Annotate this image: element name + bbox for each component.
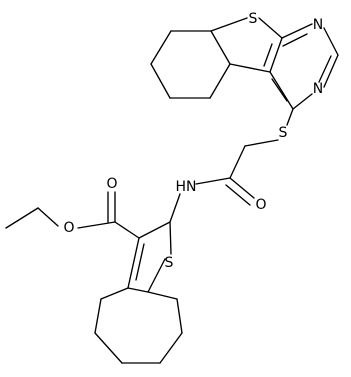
bond (169, 193, 181, 223)
atom-label-nitrogen-upper: N (313, 17, 323, 33)
bond (229, 177, 255, 199)
bond (210, 17, 248, 32)
bond (210, 30, 231, 65)
bond (195, 177, 231, 185)
bond (135, 243, 145, 281)
atom-label-amide-nh: HN (176, 179, 197, 195)
bond (100, 287, 129, 300)
bond (244, 139, 279, 147)
bond (150, 63, 171, 99)
bond (127, 237, 140, 289)
atom-label-oxygen-ester: O (63, 220, 74, 236)
bond (269, 71, 294, 110)
bond (114, 221, 140, 239)
bond (209, 63, 231, 99)
bond (159, 332, 183, 364)
bond (77, 221, 116, 229)
atom-label-oxygen-carbonyl: O (106, 176, 117, 192)
bond (229, 63, 271, 73)
bond (258, 17, 283, 39)
bond (176, 298, 183, 334)
bond (94, 332, 123, 364)
atom-label-sulfur-thiophene: S (165, 255, 174, 271)
bond (94, 298, 102, 334)
bond (271, 78, 288, 102)
bond (138, 221, 171, 239)
bond (147, 291, 178, 300)
atom-label-oxygen-amide: O (255, 197, 266, 213)
bonds (5, 17, 339, 364)
bond (229, 145, 246, 179)
bond (282, 33, 308, 47)
bond (292, 93, 313, 110)
atom-labels: S N N S HN O O O S (63, 11, 323, 271)
bond (318, 55, 332, 83)
atom-label-sulfur-thienopyrimidine: S (249, 11, 258, 27)
bond (169, 221, 172, 255)
bond (323, 54, 339, 88)
atom-label-nitrogen-lower: N (313, 81, 323, 97)
bond (225, 184, 251, 206)
bond (127, 287, 149, 293)
bond (147, 258, 166, 293)
atom-label-sulfur-thioether: S (279, 125, 288, 141)
bond (263, 43, 273, 67)
bond (281, 23, 313, 39)
bond (5, 207, 39, 229)
bond (37, 207, 59, 227)
bond (323, 27, 339, 56)
bond (269, 37, 283, 73)
bond (150, 30, 172, 65)
bond (286, 108, 294, 126)
